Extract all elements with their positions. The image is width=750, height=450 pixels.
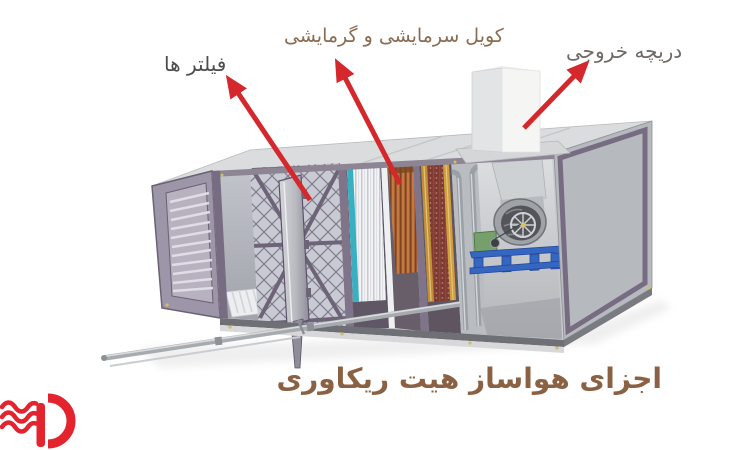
ground-shadow bbox=[140, 300, 672, 368]
louver-intake bbox=[151, 170, 221, 319]
coil-label: کویل سرمایشی و گرمایشی bbox=[284, 25, 504, 47]
fan-assembly bbox=[469, 153, 563, 339]
annotation-arrows bbox=[225, 58, 590, 202]
heating-coil bbox=[419, 159, 461, 334]
outlet-label: دریچه خروجی bbox=[566, 39, 683, 63]
page-title: اجزای هواساز هیت ریکاوری bbox=[276, 362, 662, 395]
company-logo bbox=[0, 393, 76, 449]
base-pipe bbox=[101, 301, 461, 367]
frame-column bbox=[338, 164, 354, 327]
frame-column bbox=[413, 160, 429, 332]
exhaust-duct bbox=[455, 66, 571, 164]
filters-label: فیلتر ها bbox=[164, 52, 227, 76]
outlet-arrow bbox=[522, 60, 590, 130]
copper-coil bbox=[387, 161, 421, 331]
coil-arrow bbox=[334, 58, 403, 186]
pleated-filter bbox=[346, 162, 395, 329]
filters-arrow bbox=[225, 74, 313, 202]
cabinet-right-end bbox=[553, 120, 653, 341]
waves-d-monogram-icon bbox=[0, 393, 76, 449]
